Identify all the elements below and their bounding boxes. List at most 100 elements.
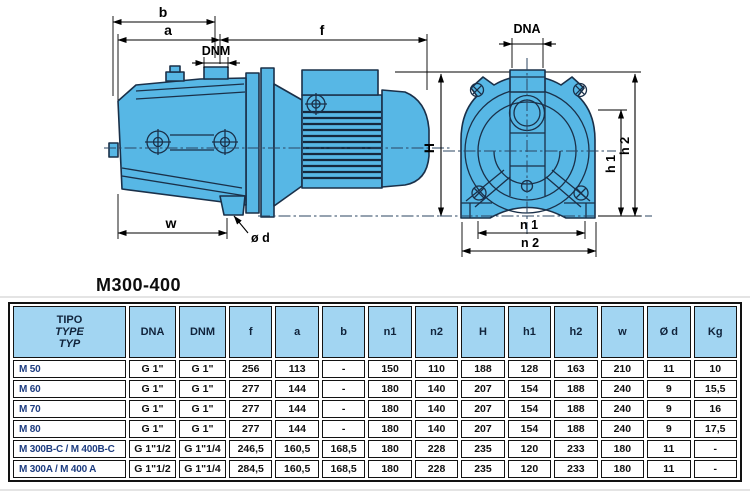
dim-label-h2: h 2 [618, 137, 632, 155]
value-cell: 188 [461, 360, 505, 378]
value-cell: 154 [507, 420, 552, 438]
column-header-h2: h2 [554, 306, 598, 358]
value-cell: G 1" [129, 380, 176, 398]
value-cell: 120 [507, 460, 552, 478]
value-cell: G 1" [179, 400, 226, 418]
value-cell: - [321, 360, 366, 378]
value-cell: 277 [229, 400, 273, 418]
dim-label-w: w [165, 215, 177, 231]
value-cell: - [693, 460, 737, 478]
value-cell: 228 [414, 440, 459, 458]
column-header-dnm: DNM [179, 306, 226, 358]
model-cell: M 80 [13, 420, 126, 438]
separator-line-bottom [0, 489, 750, 491]
column-header-h: H [461, 306, 505, 358]
value-cell: 180 [368, 400, 412, 418]
dim-label-f: f [320, 22, 325, 38]
value-cell: 277 [229, 380, 273, 398]
value-cell: 180 [368, 380, 412, 398]
model-cell: M 300B-C / M 400B-C [13, 440, 126, 458]
value-cell: 16 [693, 400, 737, 418]
value-cell: 15,5 [693, 380, 737, 398]
dim-label-od: ø d [251, 231, 270, 245]
side-view: b a f DNM H w ø d [104, 4, 641, 245]
value-cell: 154 [507, 380, 552, 398]
value-cell: - [321, 420, 366, 438]
value-cell: 140 [414, 400, 459, 418]
value-cell: G 1" [179, 360, 226, 378]
model-cell: M 60 [13, 380, 126, 398]
value-cell: 284,5 [229, 460, 273, 478]
value-cell: 168,5 [321, 460, 366, 478]
value-cell: G 1"1/2 [129, 440, 176, 458]
value-cell: G 1" [129, 360, 176, 378]
column-header-h1: h1 [507, 306, 552, 358]
value-cell: 144 [275, 420, 319, 438]
model-cell: M 300A / M 400 A [13, 460, 126, 478]
value-cell: 154 [507, 400, 552, 418]
value-cell: 240 [600, 420, 645, 438]
value-cell: 188 [554, 420, 598, 438]
model-cell: M 70 [13, 400, 126, 418]
column-header-n2: n2 [414, 306, 459, 358]
value-cell: 207 [461, 400, 505, 418]
value-cell: 207 [461, 380, 505, 398]
value-cell: G 1"1/2 [129, 460, 176, 478]
value-cell: 256 [229, 360, 273, 378]
value-cell: 180 [368, 440, 412, 458]
value-cell: 9 [647, 400, 691, 418]
model-cell: M 50 [13, 360, 126, 378]
value-cell: 9 [647, 380, 691, 398]
dim-label-dna: DNA [513, 22, 540, 36]
value-cell: 235 [461, 460, 505, 478]
value-cell: 144 [275, 380, 319, 398]
value-cell: 140 [414, 380, 459, 398]
corner-bolt-icons [465, 82, 591, 208]
separator-line-top [0, 296, 750, 298]
dim-label-n2: n 2 [521, 236, 539, 250]
value-cell: G 1" [129, 420, 176, 438]
column-header--d: Ø d [647, 306, 691, 358]
dim-label-a: a [164, 22, 172, 38]
dim-label-n1: n 1 [520, 218, 538, 232]
value-cell: - [321, 380, 366, 398]
value-cell: 9 [647, 420, 691, 438]
value-cell: 180 [600, 460, 645, 478]
value-cell: G 1" [179, 420, 226, 438]
column-header-kg: Kg [693, 306, 737, 358]
dim-label-h1: h 1 [604, 155, 618, 173]
value-cell: 233 [554, 460, 598, 478]
value-cell: 210 [600, 360, 645, 378]
value-cell: 277 [229, 420, 273, 438]
value-cell: 10 [693, 360, 737, 378]
value-cell: 180 [368, 420, 412, 438]
model-series-caption: M300-400 [96, 275, 181, 295]
value-cell: 140 [414, 420, 459, 438]
body-bolt-icons [145, 129, 238, 155]
value-cell: - [321, 400, 366, 418]
value-cell: 160,5 [275, 440, 319, 458]
value-cell: 163 [554, 360, 598, 378]
value-cell: 233 [554, 440, 598, 458]
front-view: DNA h 1 h 2 n 1 n 2 [440, 22, 652, 257]
column-header-a: a [275, 306, 319, 358]
value-cell: 168,5 [321, 440, 366, 458]
value-cell: 11 [647, 460, 691, 478]
value-cell: 235 [461, 440, 505, 458]
value-cell: 144 [275, 400, 319, 418]
value-cell: 207 [461, 420, 505, 438]
column-header-dna: DNA [129, 306, 176, 358]
column-header-n1: n1 [368, 306, 412, 358]
value-cell: 240 [600, 380, 645, 398]
value-cell: G 1" [129, 400, 176, 418]
